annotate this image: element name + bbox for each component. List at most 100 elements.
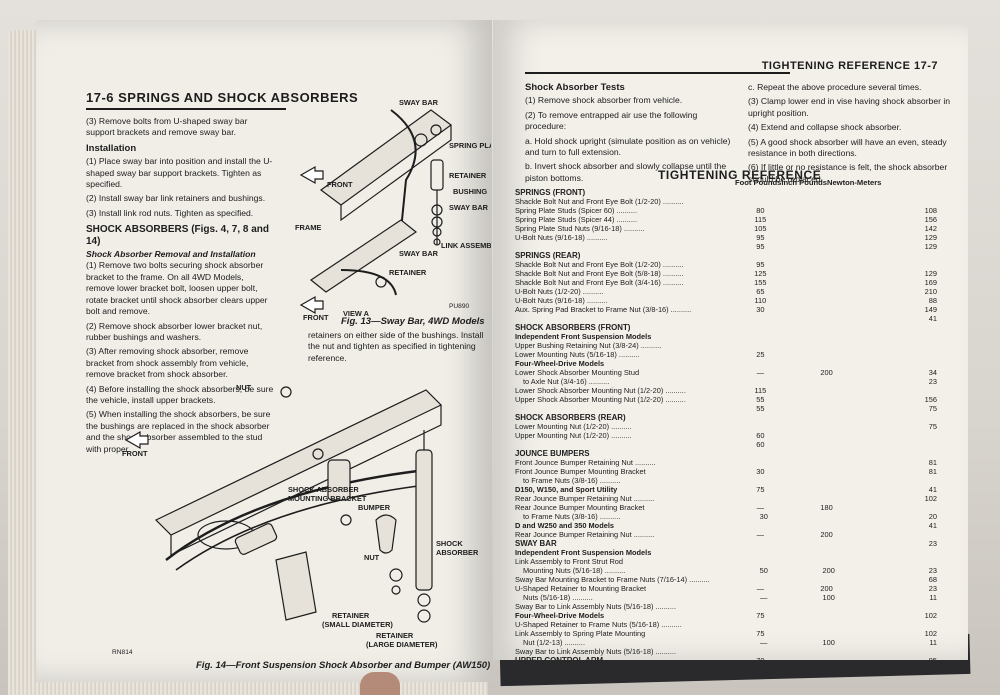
- cell-foot-pounds: 65: [756, 287, 765, 296]
- cell-inch-pounds: [793, 512, 865, 521]
- row-name: Link Assembly to Spring Plate Mounting: [515, 629, 646, 638]
- tests-paragraph: (3) Clamp lower end in vise having shock…: [748, 96, 951, 118]
- cell-inch-pounds: 100: [822, 638, 835, 647]
- row-name: [515, 242, 731, 251]
- row-name: Sway Bar to Link Assembly Nuts (5/16-18)…: [515, 602, 677, 611]
- cell-inch-pounds: 200: [820, 530, 833, 539]
- cell-inch-pounds: [790, 440, 864, 449]
- left-col-p: (3) Install link rod nuts. Tighten as sp…: [86, 207, 254, 218]
- fig13-sway-bar-diagram: SWAY BAR FRONT SPRING PLATE RETAINER BUS…: [295, 98, 491, 322]
- fig14-caption: Fig. 14—Front Suspension Shock Absorber …: [196, 660, 491, 671]
- cell-newton-meters: [863, 431, 945, 440]
- table-row: Four-Wheel-Drive Models: [515, 359, 945, 368]
- cell-foot-pounds: —: [756, 584, 765, 593]
- cell-foot-pounds: [731, 557, 790, 566]
- table-row: Rear Jounce Bumper Retaining Nut .......…: [515, 494, 945, 503]
- row-name: Shackle Bolt Nut and Front Eye Bolt (1/2…: [515, 197, 684, 206]
- cell-foot-pounds: —: [756, 368, 765, 377]
- fig14-label-nut-top: NUT: [236, 383, 252, 392]
- cell-foot-pounds: 95: [756, 242, 765, 251]
- fig13-code: PU890: [449, 303, 469, 310]
- row-name: Spring Plate Studs (Spicer 60) .........…: [515, 206, 637, 215]
- left-text-column: (3) Remove bolts from U-shaped sway bar …: [86, 116, 274, 458]
- cell-newton-meters: 156: [924, 215, 938, 224]
- row-name: Lower Shock Absorber Mounting Stud: [515, 368, 640, 377]
- cell-inch-pounds: [790, 323, 864, 332]
- fig13-label-spring-plate: SPRING PLATE: [449, 141, 491, 150]
- table-row: Sway Bar to Link Assembly Nuts (5/16-18)…: [515, 647, 945, 656]
- fig13-label-sway-bar-low: SWAY BAR: [399, 249, 439, 258]
- tests-column-right: c. Repeat the above procedure several ti…: [748, 82, 953, 188]
- row-name: SPRINGS (FRONT): [515, 188, 586, 197]
- cell-newton-meters: [863, 251, 945, 260]
- cell-foot-pounds: —: [760, 638, 768, 647]
- table-row: 41: [515, 314, 945, 323]
- cell-inch-pounds: 100: [822, 593, 835, 602]
- cell-inch-pounds: [793, 377, 865, 386]
- cell-foot-pounds: [731, 422, 790, 431]
- cell-inch-pounds: [790, 251, 864, 260]
- row-name: SPRINGS (REAR): [515, 251, 581, 260]
- table-row: SPRINGS (REAR): [515, 251, 945, 260]
- row-name: Spring Plate Studs (Spicer 44) .........…: [515, 215, 637, 224]
- cell-inch-pounds: [790, 485, 864, 494]
- header-rule: [525, 72, 790, 74]
- tests-paragraph: (1) Remove shock absorber from vehicle.: [525, 95, 683, 106]
- cell-inch-pounds: [793, 476, 865, 485]
- cell-foot-pounds: 55: [756, 404, 765, 413]
- cell-foot-pounds: 70: [731, 656, 790, 660]
- row-name: SWAY BAR: [515, 539, 557, 548]
- tests-paragraph: (6) If little or no resistance is felt, …: [748, 162, 948, 184]
- row-name: Rear Jounce Bumper Retaining Nut .......…: [515, 494, 655, 503]
- row-name: Four-Wheel-Drive Models: [515, 611, 605, 620]
- cell-newton-meters: [863, 620, 945, 629]
- cell-foot-pounds: [731, 539, 790, 548]
- right-page-header: TIGHTENING REFERENCE 17-7: [761, 60, 938, 72]
- cell-foot-pounds: 155: [754, 278, 767, 287]
- cell-inch-pounds: [790, 305, 864, 314]
- left-page: 17-6 SPRINGS AND SHOCK ABSORBERS (3) Rem…: [36, 20, 492, 682]
- cell-inch-pounds: [790, 278, 864, 287]
- cell-foot-pounds: [731, 458, 790, 467]
- cell-newton-meters: 129: [924, 269, 938, 278]
- row-name: Four-Wheel-Drive Models: [515, 359, 605, 368]
- fig14-label-retainer-large-1: RETAINER: [376, 631, 414, 640]
- cell-inch-pounds: [790, 296, 864, 305]
- row-name: [515, 404, 731, 413]
- cell-inch-pounds: [790, 422, 864, 431]
- row-name: to Axle Nut (3/4-16) ..........: [523, 377, 610, 386]
- col-foot-pounds: Foot Pounds: [735, 178, 782, 187]
- cell-newton-meters: [863, 503, 945, 512]
- cell-inch-pounds: [790, 647, 864, 656]
- cell-newton-meters: [863, 530, 945, 539]
- table-row: UPPER CONTROL ARM70 95: [515, 656, 945, 660]
- cell-newton-meters: 34: [928, 368, 938, 377]
- thumb: [360, 672, 400, 695]
- row-name: U-Bolt Nuts (9/16-18) ..........: [515, 233, 608, 242]
- cell-inch-pounds: [790, 341, 864, 350]
- cell-newton-meters: 95: [863, 656, 945, 660]
- cell-foot-pounds: [731, 521, 790, 530]
- fig13-label-retainer-2: RETAINER: [389, 268, 427, 277]
- row-name: Shackle Bolt Nut and Front Eye Bolt (1/2…: [515, 260, 684, 269]
- cell-foot-pounds: [731, 188, 790, 197]
- fig13-caption: Fig. 13—Sway Bar, 4WD Models: [341, 316, 485, 327]
- left-page-header: 17-6 SPRINGS AND SHOCK ABSORBERS: [86, 90, 359, 105]
- row-name: Spring Plate Stud Nuts (9/16-18) .......…: [515, 224, 645, 233]
- fig14-label-bumper: BUMPER: [358, 503, 391, 512]
- cell-foot-pounds: 50: [759, 566, 768, 575]
- row-name: Lower Mounting Nut (1/2-20) ..........: [515, 422, 632, 431]
- cell-foot-pounds: [731, 251, 790, 260]
- cell-newton-meters: 75: [928, 422, 938, 431]
- fig14-label-front: FRONT: [122, 449, 148, 458]
- cell-foot-pounds: [731, 341, 790, 350]
- row-name: UPPER CONTROL ARM: [515, 656, 731, 660]
- row-name: Upper Bushing Retaining Nut (3/8-24) ...…: [515, 341, 662, 350]
